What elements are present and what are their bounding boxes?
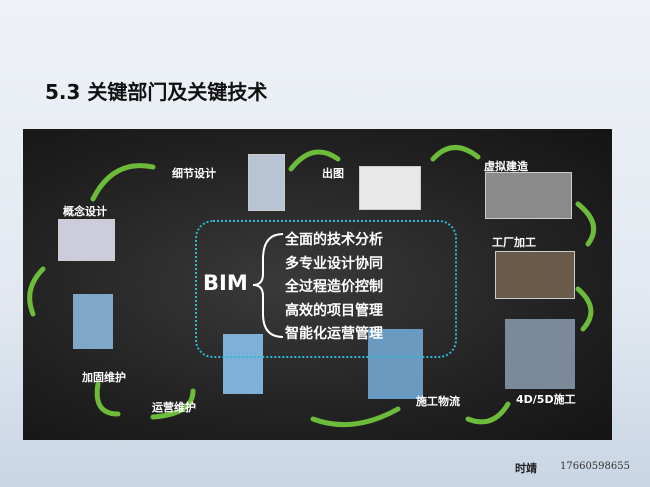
features-box xyxy=(195,220,457,358)
stage-reinforce: 加固维护 xyxy=(82,371,126,384)
author: 时靖 xyxy=(515,462,537,475)
stage-concept-design: 概念设计 xyxy=(63,205,107,218)
detail-design-image xyxy=(248,154,285,211)
virtual-build-image xyxy=(485,172,572,219)
reinforce-image xyxy=(73,294,113,349)
feature-item: 全面的技术分析 xyxy=(285,232,383,248)
factory-image xyxy=(495,251,575,299)
bim-diagram: 概念设计 细节设计 出图 虚拟建造 工厂加工 4D/5D施工 施工物流 运营维护… xyxy=(23,129,612,440)
operation-image xyxy=(223,334,263,394)
4d5d-construction-image xyxy=(505,319,575,389)
stage-drawing: 出图 xyxy=(322,167,344,180)
cycle-arrows xyxy=(27,145,597,428)
phone: 17660598655 xyxy=(560,461,630,472)
bim-label: BIM xyxy=(203,271,248,295)
stage-virtual-build: 虚拟建造 xyxy=(484,160,528,173)
brace xyxy=(252,233,284,338)
feature-list: 全面的技术分析 多专业设计协同 全过程造价控制 高效的项目管理 智能化运营管理 xyxy=(285,229,383,347)
page-title: 5.3 关键部门及关键技术 xyxy=(45,80,268,104)
stage-operation: 运营维护 xyxy=(152,401,196,414)
feature-item: 智能化运营管理 xyxy=(285,326,383,342)
concept-design-image xyxy=(58,219,115,261)
feature-item: 多专业设计协同 xyxy=(285,255,383,272)
stage-detail-design: 细节设计 xyxy=(172,167,216,180)
drawing-image xyxy=(359,166,421,210)
feature-item: 全过程造价控制 xyxy=(285,279,383,295)
stage-logistics: 施工物流 xyxy=(416,395,460,408)
stage-4d5d: 4D/5D施工 xyxy=(516,393,576,406)
logistics-image xyxy=(368,329,423,399)
feature-item: 高效的项目管理 xyxy=(285,302,383,319)
stage-factory: 工厂加工 xyxy=(492,236,536,249)
